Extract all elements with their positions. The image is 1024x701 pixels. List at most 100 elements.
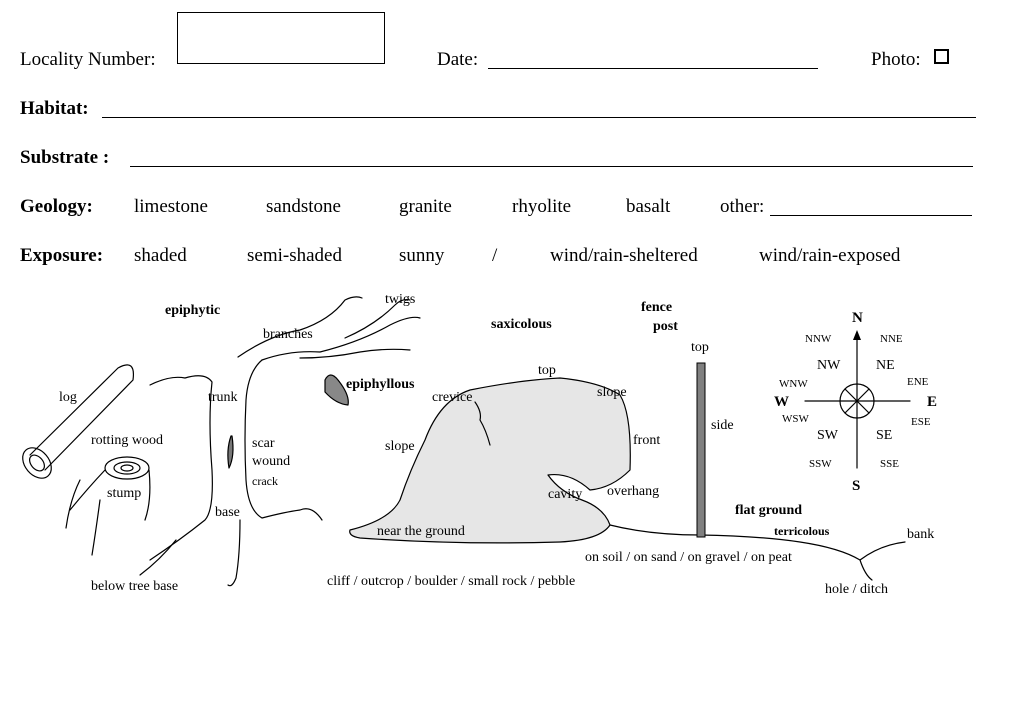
label-trunk[interactable]: trunk [208,390,238,405]
compass-label-sw[interactable]: SW [817,428,838,443]
root-left [139,539,177,576]
habitat-label: Habitat: [20,98,89,119]
geology-option-limestone[interactable]: limestone [134,196,208,217]
geology-label: Geology: [20,196,93,217]
branch-lower [261,316,421,361]
label-near-the-ground[interactable]: near the ground [377,524,465,539]
log-end-ring [29,454,45,472]
geology-option-granite[interactable]: granite [399,196,452,217]
stump-core [120,464,134,472]
compass-label-w[interactable]: W [774,394,789,410]
branch-twig [299,348,411,359]
label-front[interactable]: front [633,433,661,448]
trunk-right-edge [244,359,323,521]
label-epiphytic[interactable]: epiphytic [165,303,221,318]
twig-line [344,298,411,339]
crevice-crack [474,401,491,446]
label-saxicolous[interactable]: saxicolous [491,317,552,332]
compass-north-arrowhead [853,330,861,340]
log-outline [29,364,135,471]
ground-line [609,524,906,561]
label-post-top[interactable]: top [691,340,709,355]
compass-label-s[interactable]: S [852,478,861,494]
log-end [22,447,52,479]
geology-option-other[interactable]: other: [720,196,765,217]
compass-label-ese[interactable]: ESE [911,416,931,428]
compass-x-b [844,388,870,414]
date-field[interactable] [488,68,818,69]
label-fence[interactable]: fence [641,300,673,315]
exposure-option-wind-rain-sheltered[interactable]: wind/rain-sheltered [550,245,698,266]
compass-label-sse[interactable]: SSE [880,458,899,470]
geology-other-field[interactable] [770,215,972,216]
scar-wound-mark [227,435,234,469]
exposure-option-semi-shaded[interactable]: semi-shaded [247,245,342,266]
branch-upper [237,296,363,358]
label-slope-right[interactable]: slope [597,385,627,400]
substrate-label: Substrate : [20,147,110,168]
label-terricolous[interactable]: terricolous [774,524,830,538]
label-post-side[interactable]: side [711,418,734,433]
label-twigs[interactable]: twigs [385,292,416,307]
label-epiphyllous[interactable]: epiphyllous [346,377,415,392]
label-rotting-wood[interactable]: rotting wood [91,433,163,448]
compass-label-nw[interactable]: NW [817,358,841,373]
leaf-shape [324,374,349,406]
substrate-field[interactable] [130,166,973,167]
fence-post-shape [696,362,706,538]
photo-label: Photo: [871,49,921,70]
label-base[interactable]: base [215,505,240,520]
ground-lines-left [65,479,101,556]
label-crevice[interactable]: crevice [432,390,473,405]
compass-label-e[interactable]: E [927,394,938,410]
label-post[interactable]: post [653,319,678,334]
exposure-separator: / [492,245,498,266]
root-right [227,519,241,587]
photo-checkbox[interactable] [934,49,949,64]
geology-option-rhyolite[interactable]: rhyolite [512,196,572,217]
label-flat-ground[interactable]: flat ground [735,503,803,518]
compass-label-ssw[interactable]: SSW [809,458,832,470]
compass-label-n[interactable]: N [852,310,863,326]
label-crack[interactable]: crack [252,474,278,488]
label-soil-types: on soil / on sand / on gravel / on peat [585,550,792,565]
label-stump[interactable]: stump [107,486,142,501]
label-hole-ditch[interactable]: hole / ditch [825,582,888,597]
label-log[interactable]: log [59,390,77,405]
compass-label-wsw[interactable]: WSW [782,413,809,425]
geology-option-sandstone[interactable]: sandstone [266,196,341,217]
boulder-shape [349,377,631,544]
locality-number-field[interactable] [177,12,385,64]
date-label: Date: [437,49,479,70]
compass-label-wnw[interactable]: WNW [779,378,808,390]
trunk-left-edge [149,375,213,561]
exposure-option-sunny[interactable]: sunny [399,245,445,266]
label-branches[interactable]: branches [263,327,313,342]
compass-label-ene[interactable]: ENE [907,376,929,388]
stump-top [104,456,150,480]
compass-label-nne[interactable]: NNE [880,333,903,345]
compass-label-se[interactable]: SE [876,428,893,443]
exposure-option-shaded[interactable]: shaded [134,245,187,266]
label-rock-types: cliff / outcrop / boulder / small rock /… [327,574,576,589]
locality-number-label: Locality Number: [20,49,156,70]
exposure-label: Exposure: [20,245,104,266]
exposure-option-wind-rain-exposed[interactable]: wind/rain-exposed [759,245,901,266]
compass-label-ne[interactable]: NE [876,358,895,373]
label-wound[interactable]: wound [252,454,291,469]
label-cavity[interactable]: cavity [548,487,583,502]
label-bank[interactable]: bank [907,527,935,542]
label-below-tree-base[interactable]: below tree base [91,579,179,594]
label-slope-left[interactable]: slope [385,439,415,454]
label-scar[interactable]: scar [252,436,275,451]
habitat-field[interactable] [102,117,976,118]
label-overhang[interactable]: overhang [607,484,660,499]
geology-option-basalt[interactable]: basalt [626,196,671,217]
ditch-line [859,559,873,581]
stump-sides [69,469,151,521]
label-rock-top[interactable]: top [538,363,556,378]
compass-label-nnw[interactable]: NNW [805,333,832,345]
compass-ring [839,383,875,419]
stump-ring [113,461,141,475]
